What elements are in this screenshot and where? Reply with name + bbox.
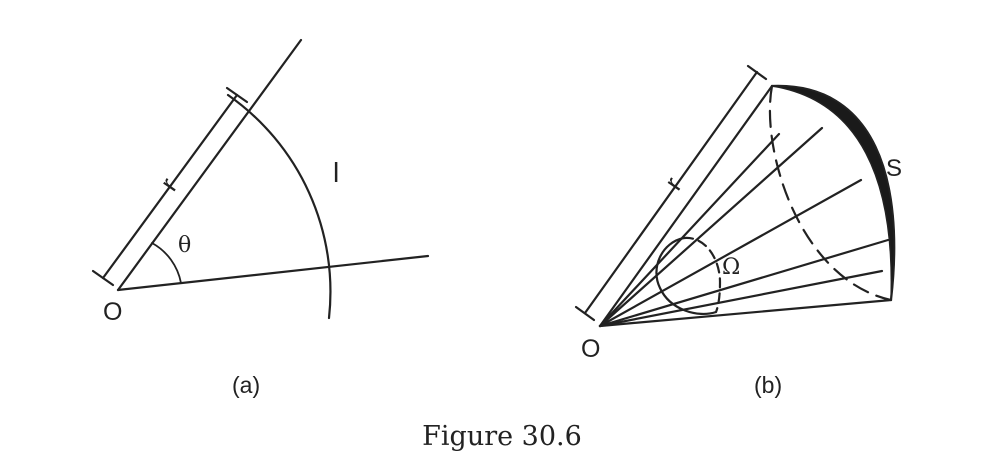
cone-ray — [598, 178, 863, 328]
ray-upper — [116, 38, 303, 292]
panel-a — [91, 38, 430, 320]
arc-l — [226, 93, 332, 320]
surface-s — [771, 85, 895, 301]
cone-ray — [598, 126, 824, 328]
base-ellipse-front — [770, 84, 896, 302]
ray-lower — [116, 254, 430, 292]
radius-dimension-b — [574, 64, 768, 322]
arc-label-l: l — [333, 157, 339, 188]
panel-b — [574, 64, 896, 328]
solid-angle-label-omega: Ω — [722, 255, 740, 280]
cone-edge-bottom — [598, 298, 893, 328]
cone-ray — [598, 269, 884, 328]
surface-label-s: S — [886, 155, 902, 182]
unit-sphere-circle-solid — [655, 236, 718, 316]
angle-theta-arc — [151, 242, 182, 284]
cone-edge-top — [598, 84, 774, 328]
cone-ray — [598, 238, 890, 328]
angle-label-theta: θ — [178, 233, 191, 258]
radius-dimension-a — [91, 86, 249, 287]
base-ellipse-back-dashed — [768, 84, 893, 302]
origin-label-a: O — [103, 298, 122, 326]
figure-caption: Figure 30.6 — [422, 421, 582, 452]
caption-b: (b) — [754, 372, 782, 398]
cone-ray — [598, 132, 781, 328]
caption-a: (a) — [232, 372, 260, 398]
origin-label-b: O — [581, 335, 600, 363]
unit-sphere-circle-dashed — [682, 236, 722, 314]
